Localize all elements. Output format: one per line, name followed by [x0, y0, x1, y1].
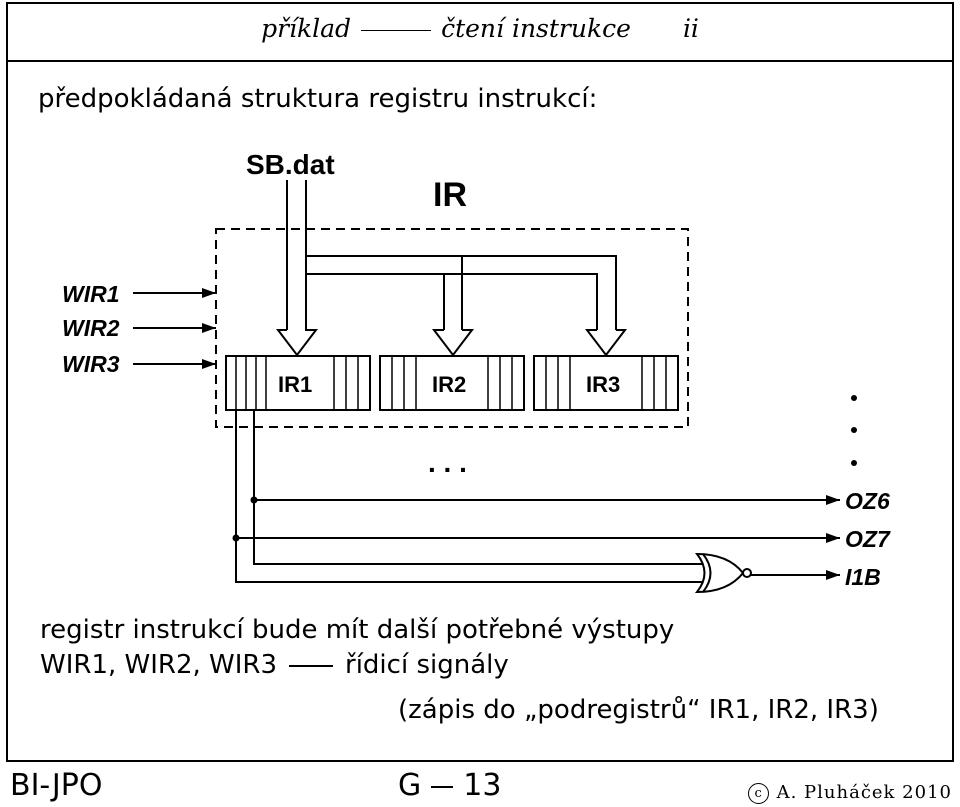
description-signals-meaning: řídicí signály	[345, 650, 509, 680]
load-arrows	[275, 256, 628, 357]
register-label-ir2: IR2	[432, 372, 466, 397]
signal-wir3: WIR3	[62, 351, 120, 377]
footer-slide-letter: G	[398, 768, 422, 803]
signal-wir1: WIR1	[62, 281, 120, 307]
output-signals: OZ6 OZ7 I1B	[845, 488, 891, 590]
copyright-icon: c	[747, 782, 769, 804]
slide-heading: předpokládaná struktura registru instruk…	[38, 84, 598, 114]
footer-dash	[431, 785, 454, 788]
description-dash	[289, 664, 334, 667]
footer-author: A. Pluháček 2010	[776, 782, 952, 803]
header-dash	[361, 30, 432, 31]
register-label: IR	[433, 176, 467, 214]
slide-header: příklad čtení instrukce ii	[0, 14, 960, 43]
footer-course: BI-JPO	[10, 768, 103, 803]
register-label-ir3: IR3	[586, 372, 620, 397]
nor-gate-icon	[694, 552, 752, 594]
header-page-roman: ii	[682, 14, 699, 43]
header-title-left: příklad	[261, 14, 352, 43]
register-enclosure	[215, 228, 689, 428]
write-signals: WIR1 WIR2 WIR3	[62, 281, 120, 377]
output-oz6: OZ6	[845, 488, 890, 514]
description-line-1: registr instrukcí bude mít další potřebn…	[40, 615, 675, 645]
footer-copyright: c A. Pluháček 2010	[747, 782, 952, 804]
bus-label: SB.dat	[246, 149, 335, 180]
vertical-ellipsis	[851, 395, 857, 466]
register-ellipsis: . . .	[428, 447, 467, 478]
wire-junctions	[232, 496, 258, 542]
output-wires	[235, 410, 840, 583]
description-signals: WIR1, WIR2, WIR3	[40, 650, 278, 680]
header-title-right: čtení instrukce	[441, 14, 631, 43]
footer-slide-num: 13	[463, 768, 502, 803]
signal-wir2: WIR2	[62, 315, 120, 341]
output-i1b: I1B	[845, 564, 881, 590]
register-bit-cells	[235, 356, 667, 410]
output-oz7: OZ7	[845, 526, 891, 552]
slide-frame	[6, 2, 954, 762]
data-bus	[286, 180, 617, 330]
register-label-ir1: IR1	[278, 372, 312, 397]
write-signal-arrows	[133, 288, 216, 369]
description-line-2: WIR1, WIR2, WIR3 řídicí signály	[40, 650, 509, 680]
footer-slide-number: G 13	[398, 768, 501, 803]
header-rule	[8, 60, 952, 62]
description-line-3: (zápis do „podregistrů“ IR1, IR2, IR3)	[398, 695, 879, 725]
